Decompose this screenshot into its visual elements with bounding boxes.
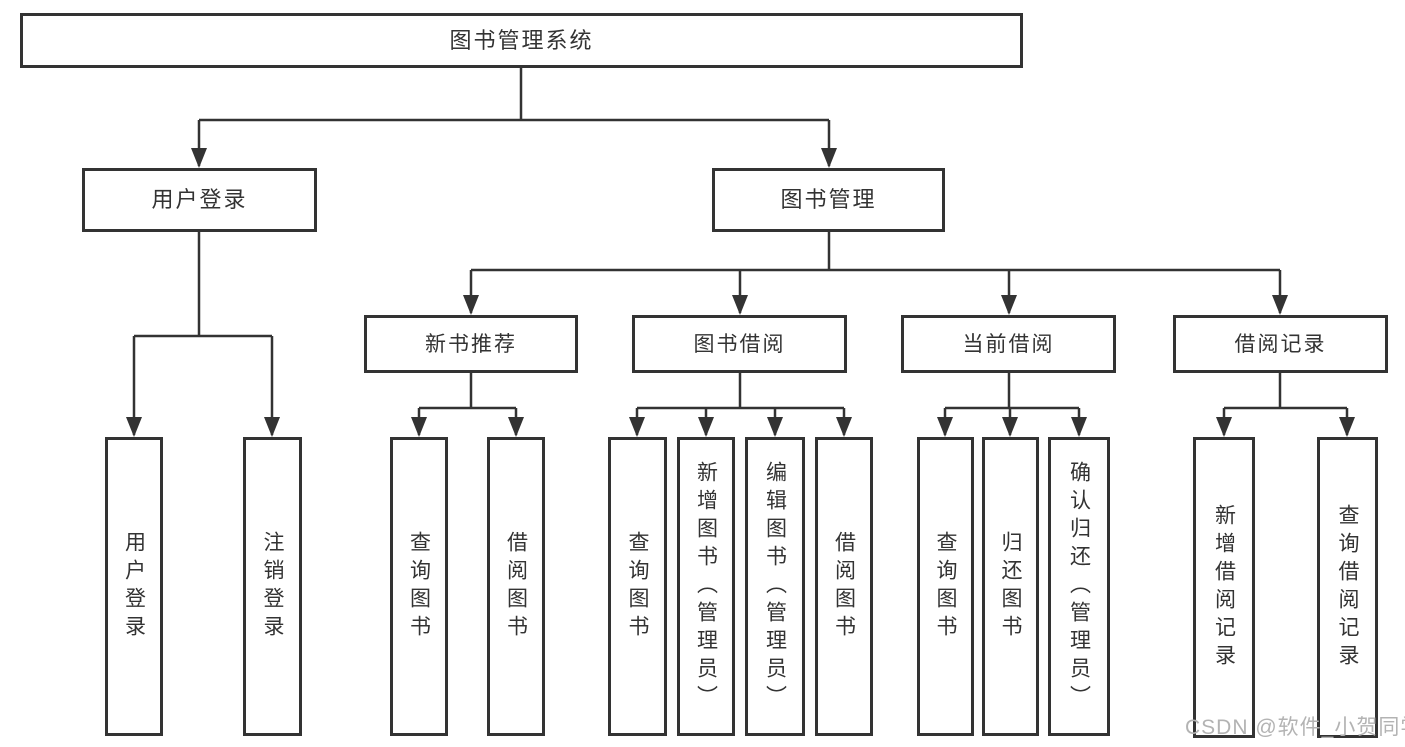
arrowhead	[1272, 295, 1288, 315]
arrowhead	[698, 417, 714, 437]
arrowhead	[191, 148, 207, 168]
node-book-borrow: 图书借阅	[632, 315, 847, 373]
leaf-query-borrow-record: 查询借阅记录	[1317, 437, 1378, 738]
arrowhead	[821, 148, 837, 168]
arrowhead	[1339, 417, 1355, 437]
leaf-label: 借阅图书	[504, 530, 528, 643]
arrowhead	[1071, 417, 1087, 437]
arrowhead	[937, 417, 953, 437]
leaf-label: 注销登录	[261, 530, 284, 643]
watermark-text: CSDN @软件_小贺同学	[1185, 716, 1405, 739]
node-label: 图书管理	[780, 187, 877, 212]
node-label: 借阅记录	[1234, 332, 1327, 356]
leaf-label: 查询借阅记录	[1336, 503, 1359, 672]
leaf-logout: 注销登录	[243, 437, 302, 736]
leaf-label: 用户登录	[122, 530, 146, 643]
arrowhead	[264, 417, 280, 437]
leaf-label: 新增图书（管理员）	[694, 460, 718, 713]
leaf-label: 归还图书	[999, 530, 1022, 643]
leaf-label: 借阅图书	[832, 530, 856, 643]
node-label: 用户登录	[151, 187, 248, 212]
node-new-book-recommend: 新书推荐	[364, 315, 578, 373]
node-label: 图书借阅	[693, 332, 786, 356]
leaf-edit-book-admin: 编辑图书（管理员）	[745, 437, 805, 736]
arrowhead	[411, 417, 427, 437]
node-current-borrow: 当前借阅	[901, 315, 1116, 373]
node-library-system: 图书管理系统	[20, 13, 1023, 68]
arrowhead	[508, 417, 524, 437]
leaf-add-borrow-record: 新增借阅记录	[1193, 437, 1255, 738]
leaf-confirm-return-admin: 确认归还（管理员）	[1048, 437, 1110, 736]
arrowhead	[1001, 295, 1017, 315]
node-user-login: 用户登录	[82, 168, 317, 232]
arrowhead	[126, 417, 142, 437]
node-label: 当前借阅	[962, 332, 1055, 356]
leaf-return-book: 归还图书	[982, 437, 1039, 736]
arrowhead	[463, 295, 479, 315]
arrowhead	[1216, 417, 1232, 437]
node-label: 图书管理系统	[449, 27, 594, 53]
node-label: 新书推荐	[425, 332, 517, 356]
leaf-label: 查询图书	[626, 530, 649, 643]
leaf-query-books-2: 查询图书	[608, 437, 667, 736]
arrowhead	[767, 417, 783, 437]
arrowhead	[629, 417, 645, 437]
node-borrow-records: 借阅记录	[1173, 315, 1388, 373]
leaf-label: 查询图书	[934, 530, 957, 643]
leaf-label: 编辑图书（管理员）	[763, 460, 787, 713]
arrowhead	[1002, 417, 1018, 437]
leaf-label: 查询图书	[407, 530, 431, 643]
leaf-borrow-books-2: 借阅图书	[815, 437, 873, 736]
leaf-borrow-books-1: 借阅图书	[487, 437, 545, 736]
leaf-query-books-3: 查询图书	[917, 437, 974, 736]
leaf-user-login: 用户登录	[105, 437, 163, 736]
node-book-management: 图书管理	[712, 168, 945, 232]
arrowhead	[836, 417, 852, 437]
arrowhead	[732, 295, 748, 315]
leaf-query-books-1: 查询图书	[390, 437, 448, 736]
leaf-add-book-admin: 新增图书（管理员）	[677, 437, 735, 736]
connector-path	[132, 68, 1349, 435]
leaf-label: 确认归还（管理员）	[1067, 460, 1091, 713]
leaf-label: 新增借阅记录	[1212, 503, 1236, 672]
